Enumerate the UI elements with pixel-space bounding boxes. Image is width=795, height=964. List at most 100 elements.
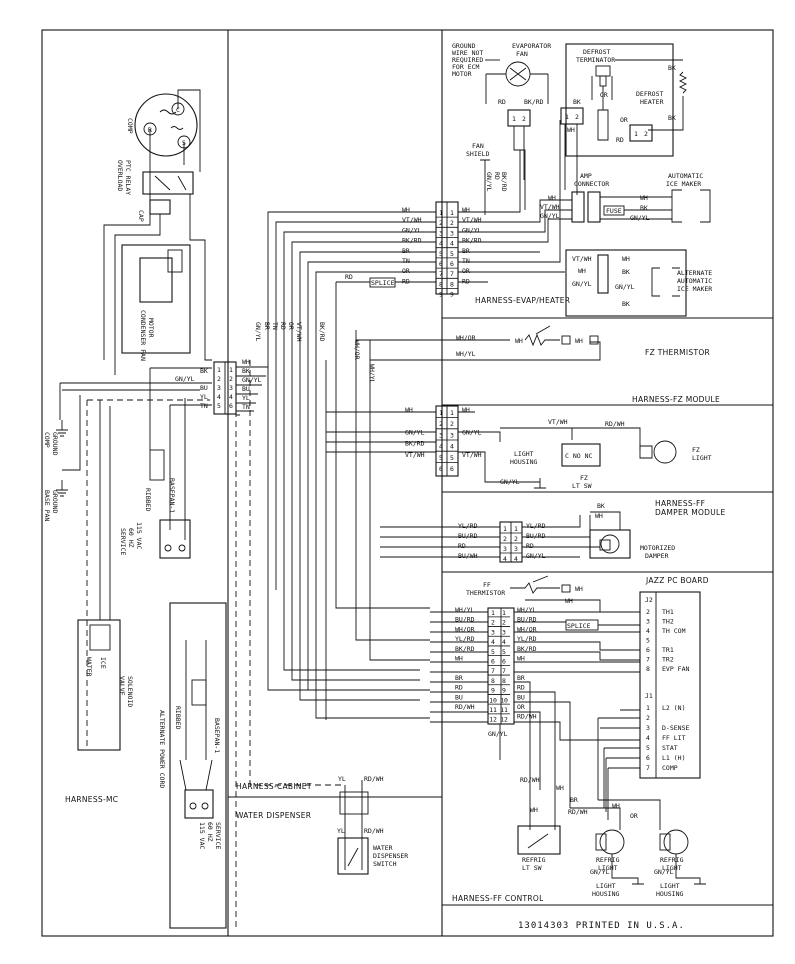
mc-wire-l-3: BU [200,384,208,392]
j1-pin-4: 4 [646,734,650,742]
damper-wire-r-2: BU/RD [526,532,546,540]
svg-text:GN/YL: GN/YL [630,214,650,222]
evap-wire-r-4: BK/RD [462,237,482,245]
damper-wire-l-3: RD [458,542,466,550]
service2-label-1: 115 VAC [198,822,206,849]
compressor: C R S COMP [126,93,198,157]
amp-connector-label-1: AMP [580,172,592,180]
svg-text:BK: BK [622,268,630,276]
ff-wire-r-4: YL/RD [517,635,537,643]
solenoid-label-2: VALVE [118,676,126,696]
evap-pin-l-3: 3 [439,229,443,237]
ff-pin-r-6: 6 [502,658,506,666]
ff-wire-r-1: WH/YL [517,606,537,614]
ff-wire-l-11: RD/WH [455,703,475,711]
base-pan-ground-label-1: BASE PAN [43,490,51,521]
j2-label-3: TH COM [662,627,686,635]
svg-text:1: 1 [217,366,221,374]
svg-text:1: 1 [229,366,233,374]
svg-text:GN/YL: GN/YL [615,283,635,291]
cap-label: CAP [137,210,145,222]
ff-wire-l-2: BU/RD [455,616,475,624]
water-dispenser: YL RD/WH YL RD/WH WATER DISPENSER SWITCH [337,775,408,875]
evap-wire-r-8: RD [462,277,470,285]
svg-text:VT/WH: VT/WH [540,203,560,211]
j2-label-2: TH2 [662,618,674,626]
ff-wire-l-10: BU [455,693,463,701]
fz-thermistor: WH/OR WH/YL WH WH [355,325,601,361]
ff-wire-l-5: BK/RD [455,645,475,653]
ff-wire-l-9: RD [455,684,463,692]
ff-wire-r-10: BU [517,693,525,701]
ff-wire-r-3: WH/OR [517,625,537,633]
alternate-power-cord: BASEPAN-1 RIBBED 115 VAC 60 HZ SERVICE A… [158,602,227,929]
j1-label-1: L2 (N) [662,704,685,712]
basepan2-label: BASEPAN-1 [213,718,221,753]
evap-pin-l-6: 6 [439,260,443,268]
solenoid-valve: ICE WATER SOLENOID VALVE [77,619,134,751]
fz-light-housing-1: LIGHT [514,450,534,458]
fz-pin-l-1: 1 [439,409,443,417]
svg-text:WH: WH [595,512,603,520]
svg-text:VT/WH: VT/WH [548,418,568,426]
svg-text:RD: RD [345,273,353,281]
fz-thermistor-title: FZ THERMISTOR [645,348,710,357]
svg-text:RD/WH: RD/WH [605,420,625,428]
svg-text:VT/WH: VT/WH [572,255,592,263]
evap-pin-l-1: 1 [439,209,443,217]
svg-text:1: 1 [565,113,569,121]
splice-evap: SPLICE RD [335,273,436,420]
ground-symbols: COMP GROUND BASE PAN GROUND [43,420,68,521]
damper-pin-r-3: 3 [514,545,518,553]
ff-pin-l-9: 9 [491,687,495,695]
water-label: WATER [85,657,93,677]
svg-text:OR: OR [630,812,638,820]
svg-text:1: 1 [634,130,638,138]
svg-text:GN/YL: GN/YL [572,280,592,288]
harness-ff-damper-title-2: DAMPER MODULE [655,508,726,517]
bundle-label-6: VT/WH [295,322,303,342]
ff-thermistor-label-1: FF [483,581,491,589]
ff-thermistor-label-2: THERMISTOR [466,589,505,597]
refrig-light2-2: LIGHT [662,864,682,872]
evap-wire-r-1: WH [462,206,470,214]
damper-pin-l-2: 2 [503,535,507,543]
service2-label-2: 60 HZ [206,822,214,842]
evap-pin-l-2: 2 [439,219,443,227]
alt-ice-label-2: AUTOMATIC [677,277,712,285]
damper-wire-l-1: YL/RD [458,522,478,530]
svg-text:WH: WH [548,194,556,202]
wd-switch-label-1: WATER [373,844,393,852]
evap-wire-l-5: BR [402,247,410,255]
refrig-light1-1: REFRIG [596,856,620,864]
frame [41,29,774,937]
c-no-nc-label: C NO NC [565,452,592,460]
j2-label-5: TR1 [662,646,674,654]
svg-text:BK/RD: BK/RD [524,98,544,106]
svg-text:2: 2 [217,375,221,383]
ff-wire-l-6: WH [455,655,463,663]
ice-label: ICE [99,657,107,669]
fz-pin-l-3: 3 [439,431,443,439]
overload-label: OVERLOAD [116,160,124,191]
svg-text:WH: WH [612,802,620,810]
ff-pin-r-12: 12 [500,716,508,724]
bundle-label-8: WH/OR [353,340,361,360]
evap-section: GROUND WIRE NOT REQUIRED FOR ECM MOTOR E… [267,42,712,317]
ff-wire-l-8: BR [455,674,463,682]
j1-pin-7: 7 [646,764,650,772]
j2-pin-6: 7 [646,656,650,664]
evap-pin-l-8: 8 [439,280,443,288]
water-dispenser-title: WATER DISPENSER [236,811,311,820]
harness-mc-title: HARNESS-MC [65,795,118,804]
damper-wire-r-4: GN/YL [526,552,546,560]
evap-wire-l-7: OR [402,267,410,275]
ff-pin-l-2: 2 [491,619,495,627]
damper-wire-r-3: RD [526,542,534,550]
ff-wire-r-8: BR [517,674,525,682]
svg-text:GN/YL: GN/YL [500,478,520,486]
svg-text:GN/YL: GN/YL [485,172,493,192]
ff-control-gnyl: GN/YL [488,730,508,738]
